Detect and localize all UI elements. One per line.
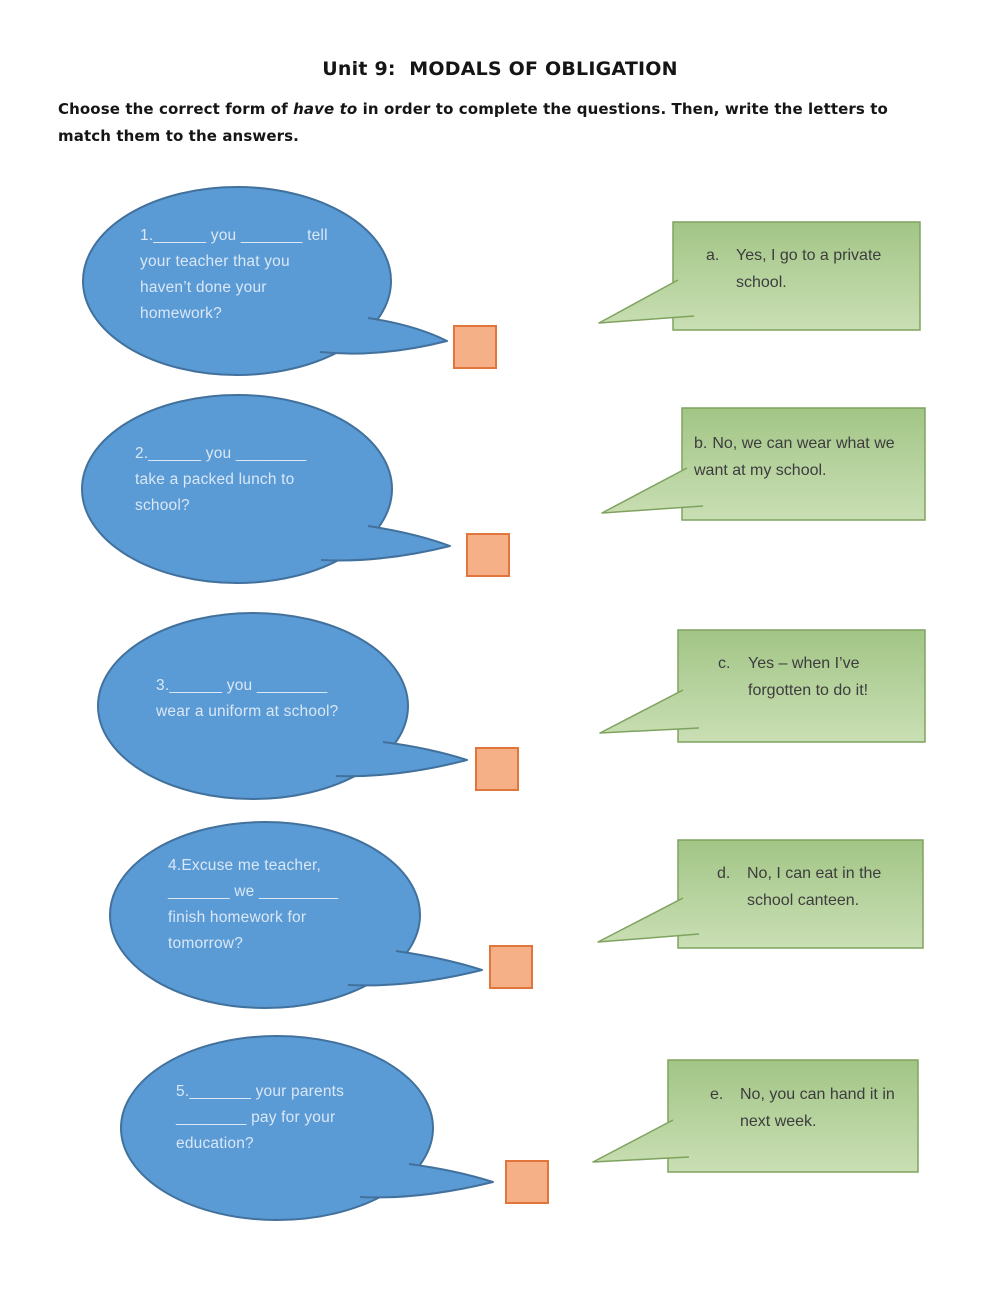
instructions-part1: Choose the correct form of [58, 100, 294, 118]
answer-bubble-d [597, 839, 924, 949]
answer-bubble-e [592, 1059, 919, 1173]
question-bubble-4 [109, 821, 483, 1009]
question-5-line-3: education? [176, 1135, 254, 1152]
answer-bubble-c [599, 629, 926, 743]
answer-input-2[interactable] [466, 533, 510, 577]
answer-bubble-b [601, 407, 926, 521]
question-4-line-1: 4.Excuse me teacher, [168, 857, 322, 874]
answer-e-label: e. [710, 1086, 724, 1103]
question-2-line-2: take a packed lunch to [135, 471, 295, 488]
question-bubble-5 [120, 1035, 494, 1221]
instructions-italic-phrase: have to [293, 100, 358, 118]
question-1-line-4: homework? [140, 305, 222, 322]
question-5-line-2: ________ pay for your [176, 1109, 336, 1126]
question-bubble-1 [82, 186, 448, 376]
instructions-line-2: match them to the answers. [58, 127, 299, 145]
answer-a-line-2: school. [736, 274, 787, 291]
page-title: Unit 9: MODALS OF OBLIGATION [322, 58, 678, 80]
question-5-line-1: 5._______ your parents [176, 1083, 345, 1100]
answer-d-label: d. [717, 865, 731, 882]
question-4-text: 4.Excuse me teacher, _______ we ________… [168, 853, 338, 957]
question-bubble-3 [97, 612, 468, 800]
question-5-text: 5._______ your parents ________ pay for … [176, 1079, 344, 1157]
answer-input-4[interactable] [489, 945, 533, 989]
answer-e-text: e. No, you can hand it in next week. [710, 1081, 895, 1135]
answer-c-line-1: Yes – when I’ve [748, 655, 860, 672]
instructions-part2: in order to complete the questions. Then… [357, 100, 888, 118]
answer-b-text: b.No, we can wear what we want at my sch… [694, 430, 895, 484]
answer-a-text: a. Yes, I go to a private school. [706, 242, 881, 296]
answer-b-label: b. [694, 435, 708, 452]
question-4-line-2: _______ we _________ [168, 883, 339, 900]
answer-d-line-2: school canteen. [747, 892, 860, 909]
answer-input-1[interactable] [453, 325, 497, 369]
question-4-line-3: finish homework for [168, 909, 307, 926]
question-2-line-3: school? [135, 497, 190, 514]
answer-a-label: a. [706, 247, 720, 264]
question-bubble-2 [81, 394, 451, 584]
answer-input-3[interactable] [475, 747, 519, 791]
question-2-text: 2.______ you ________ take a packed lunc… [135, 441, 306, 519]
question-3-text: 3.______ you ________ wear a uniform at … [156, 673, 338, 725]
question-4-line-4: tomorrow? [168, 935, 244, 952]
answer-c-text: c. Yes – when I’ve forgotten to do it! [718, 650, 868, 704]
question-1-line-1: 1.______ you _______ tell [140, 227, 328, 244]
answer-e-line-2: next week. [740, 1113, 817, 1130]
answer-d-line-1: No, I can eat in the [747, 865, 882, 882]
instructions-line-1: Choose the correct form of have to in or… [58, 100, 938, 118]
answer-input-5[interactable] [505, 1160, 549, 1204]
answer-c-label: c. [718, 655, 731, 672]
answer-a-line-1: Yes, I go to a private [736, 247, 882, 264]
answer-c-line-2: forgotten to do it! [748, 682, 869, 699]
question-1-line-3: haven’t done your [140, 279, 267, 296]
answer-bubble-a [598, 221, 921, 331]
question-1-text: 1.______ you _______ tell your teacher t… [140, 223, 328, 327]
question-3-line-2: wear a uniform at school? [156, 703, 339, 720]
question-2-line-1: 2.______ you ________ [135, 445, 307, 462]
answer-d-text: d. No, I can eat in the school canteen. [717, 860, 881, 914]
answer-b-line-1: b.No, we can wear what we [694, 435, 895, 452]
answer-b-line-2: want at my school. [694, 462, 827, 479]
question-3-line-1: 3.______ you ________ [156, 677, 328, 694]
answer-e-line-1: No, you can hand it in [740, 1086, 895, 1103]
question-1-line-2: your teacher that you [140, 253, 290, 270]
